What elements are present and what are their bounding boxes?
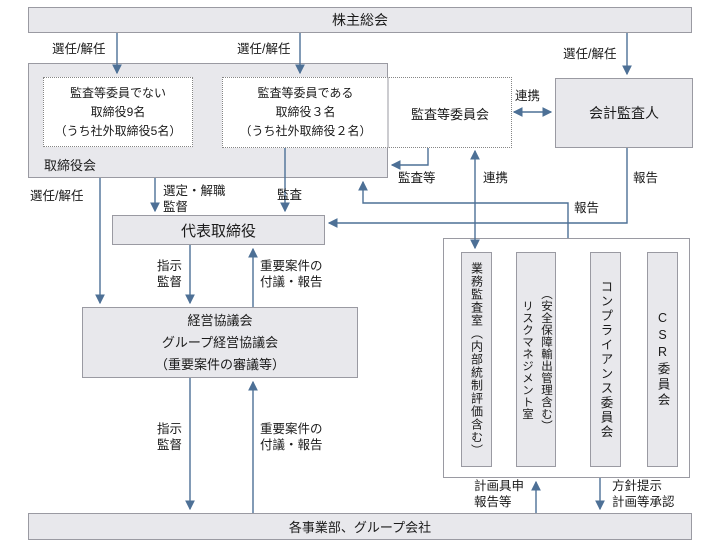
non-audit-directors-text: 監査等委員でない 取締役9名 （うち社外取締役5名） <box>54 86 182 138</box>
management-council-label: 経営協議会 グループ経営協議会 （重要案件の審議等） <box>154 312 285 372</box>
label-report-auditor: 報告 <box>633 171 659 185</box>
label-instruct-upper: 指示 監督 <box>157 259 183 289</box>
label-important-upper: 重要案件の 付議・報告 <box>260 259 323 289</box>
board-of-directors-label: 取締役会 <box>44 158 97 173</box>
label-report-committees: 報告 <box>574 201 600 215</box>
label-audit-etc: 監査等 <box>398 171 436 185</box>
label-cooperation-v: 連携 <box>483 171 509 185</box>
accounting-auditor-box: 会計監査人 <box>555 78 693 148</box>
csr-committee-label: CSR委員会 <box>655 310 670 409</box>
internal-audit-office-box: 業務監査室（内部統制評価含む） <box>461 252 492 467</box>
label-plan-report: 計画具申 報告等 <box>474 479 525 509</box>
internal-audit-office-label: 業務監査室（内部統制評価含む） <box>469 262 484 457</box>
representative-director-label: 代表取締役 <box>180 222 256 240</box>
accounting-auditor-label: 会計監査人 <box>589 105 659 121</box>
risk-management-office-label: （安全保障輸出管理含む） リスクマネジメント室 <box>521 287 552 432</box>
arrow-report-committees-to-board <box>358 180 569 238</box>
compliance-committee-box: コンプライアンス委員会 <box>590 252 621 467</box>
audit-committee-outline <box>222 77 512 148</box>
label-audit: 監査 <box>277 188 303 202</box>
label-appoint-3: 選任/解任 <box>563 47 617 61</box>
shareholders-meeting-bar: 株主総会 <box>28 7 692 33</box>
shareholders-meeting-label: 株主総会 <box>332 12 388 28</box>
business-units-bar: 各事業部、グループ会社 <box>28 513 692 540</box>
non-audit-directors-outline <box>43 77 193 147</box>
label-appoint-left: 選任/解任 <box>30 189 84 203</box>
audit-committee-label: 監査等委員会 <box>410 107 489 122</box>
label-instruct-lower: 指示 監督 <box>157 422 183 452</box>
label-policy-approval: 方針提示 計画等承認 <box>612 479 675 509</box>
risk-management-office-box: （安全保障輸出管理含む） リスクマネジメント室 <box>516 252 556 467</box>
csr-committee-box: CSR委員会 <box>647 252 678 467</box>
label-appoint-1: 選任/解任 <box>52 42 106 56</box>
label-cooperation-h: 連携 <box>515 89 541 103</box>
compliance-committee-label: コンプライアンス委員会 <box>598 279 613 440</box>
audit-directors-text: 監査等委員である 取締役３名 （うち社外取締役２名） <box>239 86 372 138</box>
label-appoint-2: 選任/解任 <box>237 42 291 56</box>
business-units-label: 各事業部、グループ会社 <box>288 520 432 535</box>
label-select-dismiss: 選定・解職 監督 <box>163 184 226 214</box>
label-important-lower: 重要案件の 付議・報告 <box>260 422 323 452</box>
arrow-audit-etc <box>390 148 429 170</box>
management-council-box: 経営協議会 グループ経営協議会 （重要案件の審議等） <box>82 307 358 378</box>
representative-director-box: 代表取締役 <box>112 215 325 245</box>
